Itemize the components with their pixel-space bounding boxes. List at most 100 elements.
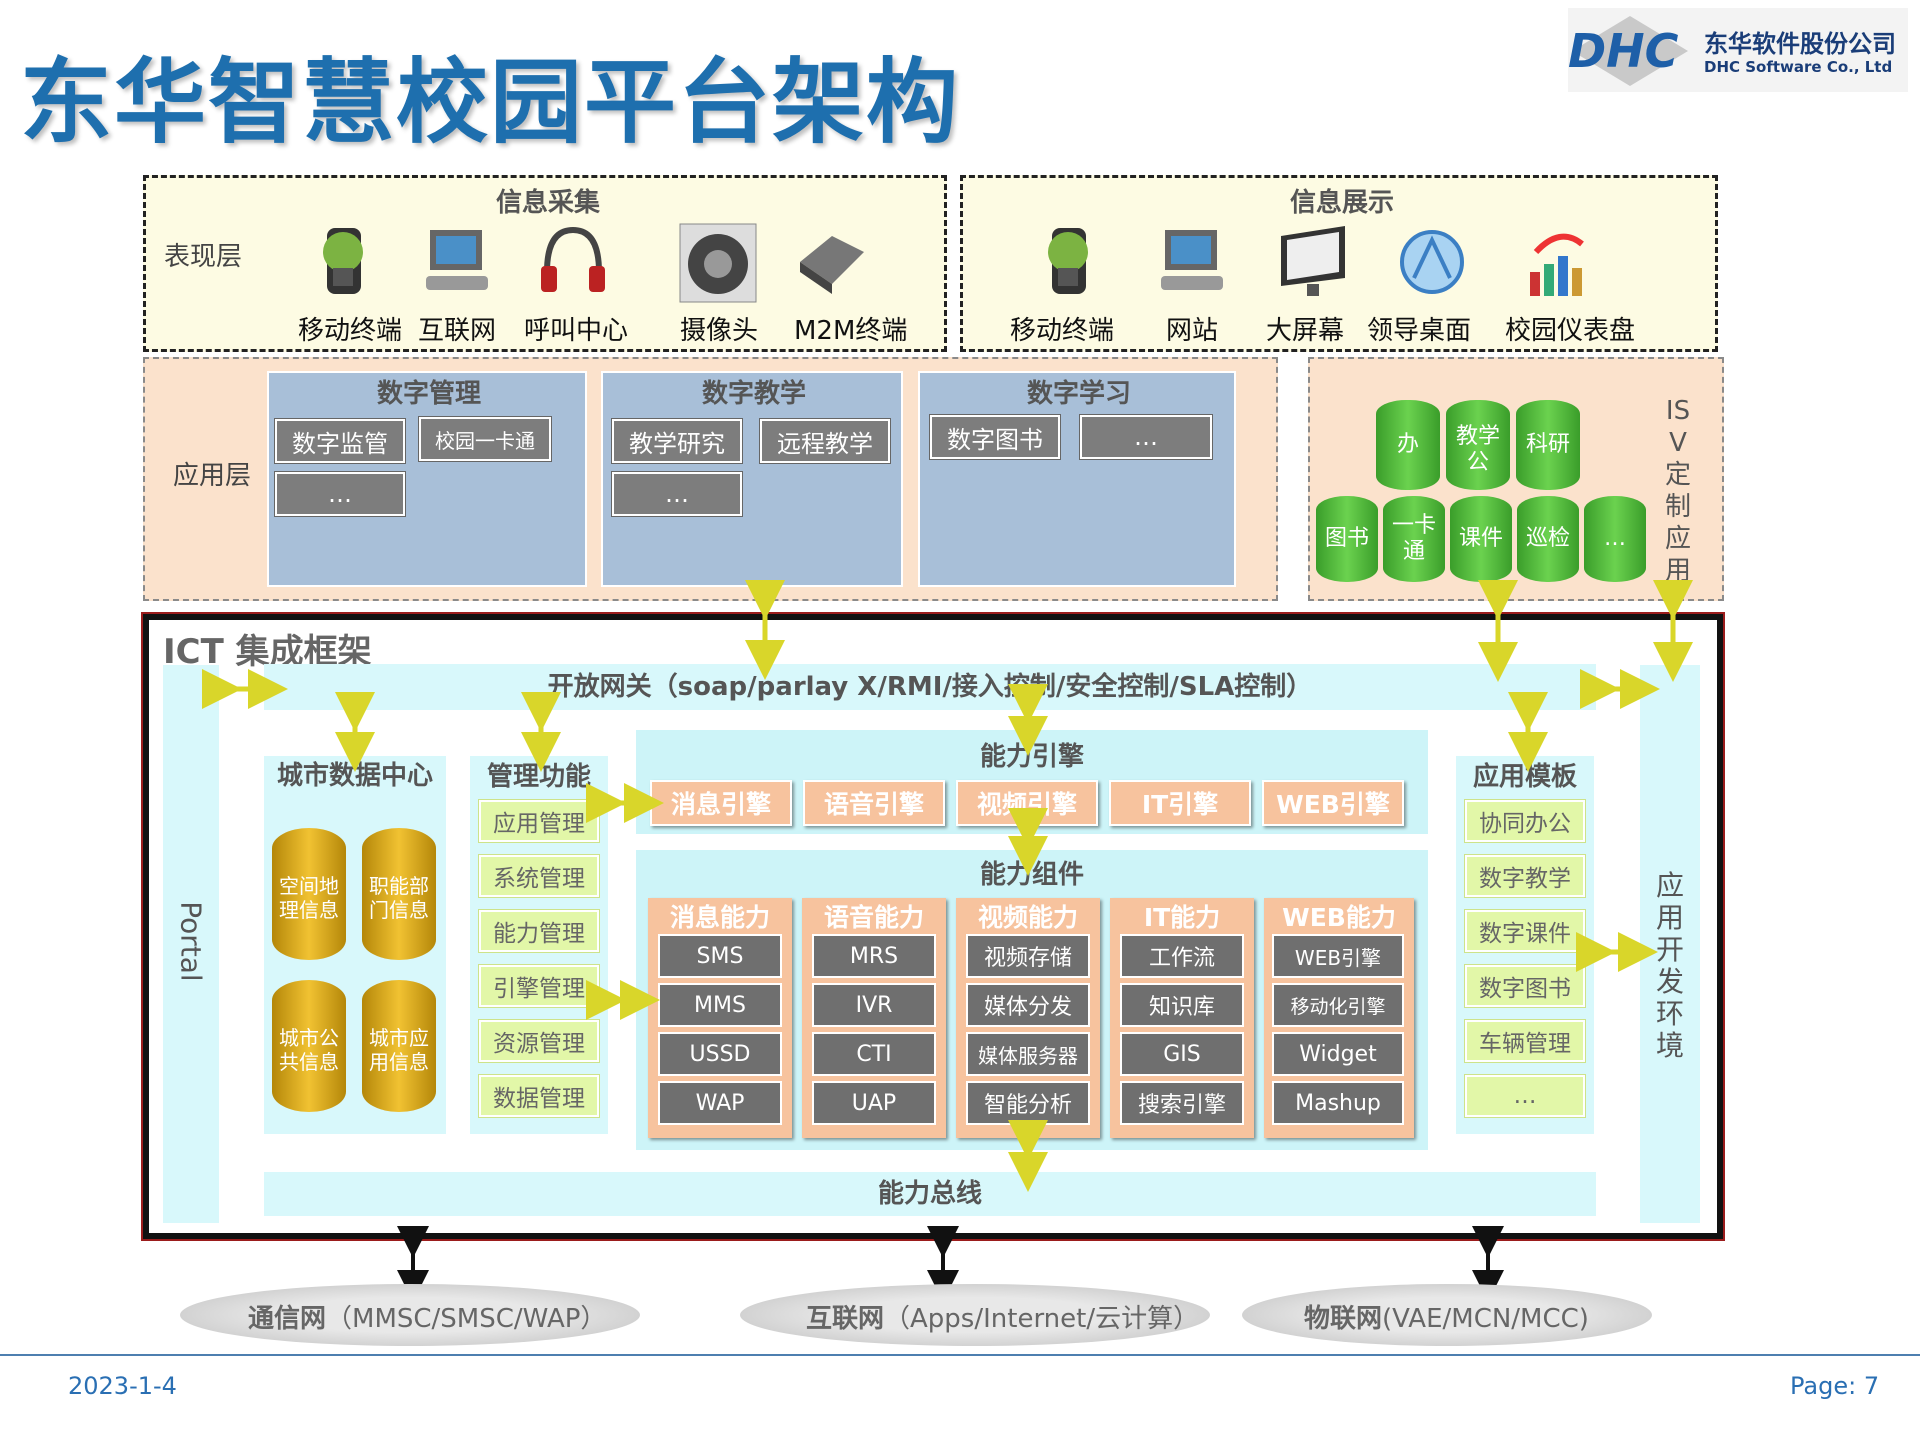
- mobile-phone-icon: [323, 228, 363, 294]
- website-computer-icon: [1161, 230, 1223, 290]
- component-item: WEB引擎: [1272, 934, 1404, 978]
- component-item: MMS: [658, 983, 782, 1027]
- isv-cylinder: …: [1584, 496, 1646, 582]
- component-column-video: 视频能力 视频存储 媒体分发 媒体服务器 智能分析: [956, 898, 1100, 1138]
- column-title: 语音能力: [823, 903, 924, 932]
- data-cylinder: 城市公共信息: [272, 980, 346, 1112]
- isv-cylinder: 教学公: [1446, 400, 1510, 490]
- camera-icon: [679, 223, 757, 303]
- info-collect-title: 信息采集: [495, 188, 600, 218]
- network-label: 互联网（Apps/Internet/云计算）: [806, 1304, 1200, 1334]
- display-item: 网站: [1166, 316, 1219, 346]
- app-item: 数字监管: [274, 418, 406, 464]
- logo-diamond-icon: [1572, 16, 1688, 86]
- component-item: Widget: [1272, 1032, 1404, 1076]
- footer-divider: [0, 1354, 1920, 1356]
- component-item: 视频存储: [966, 934, 1090, 978]
- component-item: MRS: [812, 934, 936, 978]
- column-title: WEB能力: [1282, 903, 1396, 932]
- engine-item: 消息引擎: [650, 780, 792, 826]
- display-item: 领导桌面: [1367, 316, 1472, 346]
- collect-item: 移动终端: [298, 316, 403, 346]
- app-item: 校园一卡通: [418, 416, 552, 462]
- isv-cylinder: 一卡通: [1383, 496, 1445, 582]
- component-column-voice: 语音能力 MRS IVR CTI UAP: [802, 898, 946, 1138]
- component-item: 知识库: [1120, 983, 1244, 1027]
- logo-mark: DHC: [1568, 24, 1679, 78]
- network-label: 通信网（MMSC/SMSC/WAP）: [248, 1304, 607, 1334]
- engine-item: 语音引擎: [803, 780, 945, 826]
- template-item: …: [1464, 1074, 1586, 1118]
- isv-cylinder: 巡检: [1517, 496, 1579, 582]
- template-item: 数字课件: [1464, 909, 1586, 953]
- component-item: SMS: [658, 934, 782, 978]
- big-screen-icon: [1281, 226, 1345, 296]
- presentation-layer-label: 表现层: [164, 242, 243, 272]
- isv-cylinder: 图书: [1316, 496, 1378, 582]
- isv-cylinder: 科研: [1516, 400, 1580, 490]
- computer-icon: [426, 230, 488, 290]
- management-item: 应用管理: [478, 799, 600, 843]
- component-item: WAP: [658, 1081, 782, 1125]
- component-item: 智能分析: [966, 1081, 1090, 1125]
- m2m-terminal-icon: [800, 236, 864, 294]
- panel-title: 数字管理: [376, 379, 481, 409]
- isv-cylinder: 办: [1376, 400, 1440, 490]
- component-item: GIS: [1120, 1032, 1244, 1076]
- dev-env-label: 应用开发环境: [1655, 869, 1684, 1062]
- digital-learning-panel: 数字学习: [918, 371, 1236, 587]
- app-item: 数字图书: [929, 414, 1061, 460]
- template-item: 数字教学: [1464, 854, 1586, 898]
- display-item: 校园仪表盘: [1505, 316, 1636, 346]
- component-item: 媒体分发: [966, 983, 1090, 1027]
- display-item: 移动终端: [1010, 316, 1115, 346]
- data-cylinder: 城市应用信息: [362, 980, 436, 1112]
- logo-en-name: DHC Software Co., Ltd: [1704, 58, 1893, 76]
- component-item: USSD: [658, 1032, 782, 1076]
- management-item: 能力管理: [478, 909, 600, 953]
- capability-bus: 能力总线: [264, 1172, 1596, 1216]
- cloud-internet: 互联网（Apps/Internet/云计算）: [740, 1284, 1210, 1346]
- management-item: 系统管理: [478, 854, 600, 898]
- panel-title: 数字教学: [701, 379, 806, 409]
- component-item: CTI: [812, 1032, 936, 1076]
- component-item: 媒体服务器: [966, 1032, 1090, 1076]
- component-item: Mashup: [1272, 1081, 1404, 1125]
- component-item: 工作流: [1120, 934, 1244, 978]
- panel-title: 数字学习: [1026, 379, 1131, 409]
- collect-item: 摄像头: [680, 316, 759, 346]
- footer-date: 2023-1-4: [68, 1372, 177, 1400]
- app-item: …: [611, 471, 743, 517]
- app-item: …: [1079, 414, 1213, 460]
- component-column-it: IT能力 工作流 知识库 GIS 搜索引擎: [1110, 898, 1254, 1138]
- component-item: IVR: [812, 983, 936, 1027]
- slide-title: 东华智慧校园平台架构: [20, 49, 961, 156]
- management-item: 数据管理: [478, 1074, 600, 1118]
- component-item: UAP: [812, 1081, 936, 1125]
- cloud-iot: 物联网(VAE/MCN/MCC): [1242, 1284, 1652, 1346]
- portal-column: Portal: [163, 665, 219, 1223]
- collect-item: M2M终端: [794, 316, 908, 346]
- data-cylinder: 职能部门信息: [362, 828, 436, 960]
- headset-icon: [541, 226, 605, 292]
- company-logo: DHC 东华软件股份公司 DHC Software Co., Ltd: [1568, 8, 1908, 92]
- display-item: 大屏幕: [1266, 316, 1345, 346]
- engine-item: IT引擎: [1109, 780, 1251, 826]
- column-title: 消息能力: [669, 903, 770, 932]
- template-item: 车辆管理: [1464, 1019, 1586, 1063]
- footer-page: Page: 7: [1790, 1372, 1880, 1400]
- app-item: 教学研究: [611, 418, 743, 464]
- component-item: 移动化引擎: [1272, 983, 1404, 1027]
- column-title: IT能力: [1143, 903, 1221, 932]
- data-cylinder: 空间地理信息: [272, 828, 346, 960]
- management-item: 资源管理: [478, 1019, 600, 1063]
- collect-item: 呼叫中心: [524, 316, 629, 346]
- engine-item: WEB引擎: [1262, 780, 1404, 826]
- leader-desktop-icon: [1400, 230, 1464, 294]
- component-column-message: 消息能力 SMS MMS USSD WAP: [648, 898, 792, 1138]
- info-display-title: 信息展示: [1289, 188, 1394, 218]
- app-item: 远程教学: [759, 418, 891, 464]
- column-title: 视频能力: [977, 903, 1078, 932]
- template-item: 协同办公: [1464, 799, 1586, 843]
